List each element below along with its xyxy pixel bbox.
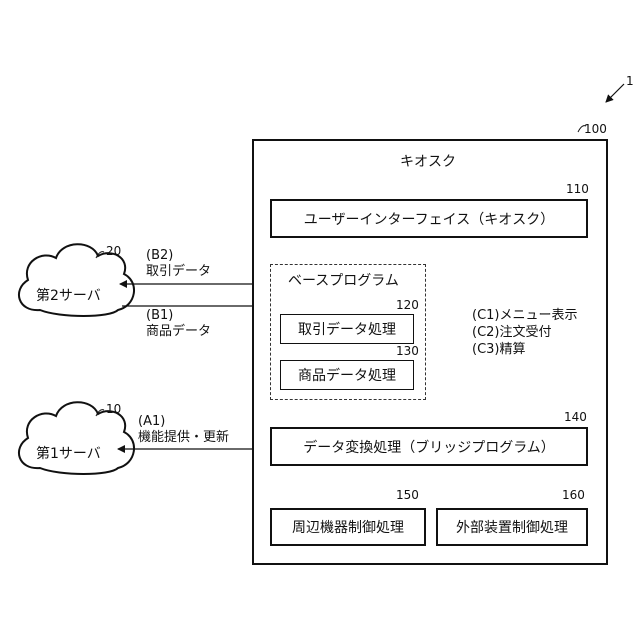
server2-ref: 20 [106, 244, 121, 258]
label-c3: (C3)精算 [472, 342, 526, 358]
arrow-a1-code: (A1) [138, 414, 165, 430]
arrow-b1-code: (B1) [146, 308, 173, 324]
server2-label: 第2サーバ [36, 285, 101, 305]
arrow-a1-text: 機能提供・更新 [138, 430, 229, 446]
product-box-label: 商品データ処理 [298, 365, 396, 385]
external-box-ref: 160 [562, 488, 585, 502]
ui-box-ref: 110 [566, 182, 589, 196]
external-box: 外部装置制御処理 [436, 508, 588, 546]
conversion-box: データ変換処理（ブリッジプログラム） [270, 427, 588, 466]
ui-box: ユーザーインターフェイス（キオスク） [270, 199, 588, 238]
transaction-box-ref: 120 [396, 298, 419, 312]
product-box-ref: 130 [396, 344, 419, 358]
conversion-box-ref: 140 [564, 410, 587, 424]
server1-ref: 10 [106, 402, 121, 416]
system-ref: 1 [626, 74, 634, 88]
external-box-label: 外部装置制御処理 [456, 517, 568, 537]
label-c1: (C1)メニュー表示 [472, 308, 578, 324]
arrow-b2-text: 取引データ [146, 264, 211, 280]
product-box: 商品データ処理 [280, 360, 414, 390]
ui-box-label: ユーザーインターフェイス（キオスク） [304, 209, 554, 229]
kiosk-title: キオスク [400, 151, 456, 171]
peripheral-box: 周辺機器制御処理 [270, 508, 426, 546]
server1-label: 第1サーバ [36, 443, 101, 463]
kiosk-ref: 100 [584, 122, 607, 136]
conversion-box-label: データ変換処理（ブリッジプログラム） [303, 437, 555, 457]
peripheral-box-label: 周辺機器制御処理 [292, 517, 404, 537]
peripheral-box-ref: 150 [396, 488, 419, 502]
transaction-box: 取引データ処理 [280, 314, 414, 344]
label-c2: (C2)注文受付 [472, 325, 552, 341]
base-program-title: ベースプログラム [288, 270, 399, 290]
arrow-b1-text: 商品データ [146, 324, 211, 340]
transaction-box-label: 取引データ処理 [298, 319, 396, 339]
arrow-b2-code: (B2) [146, 248, 173, 264]
system-ref-arrow [606, 84, 624, 102]
